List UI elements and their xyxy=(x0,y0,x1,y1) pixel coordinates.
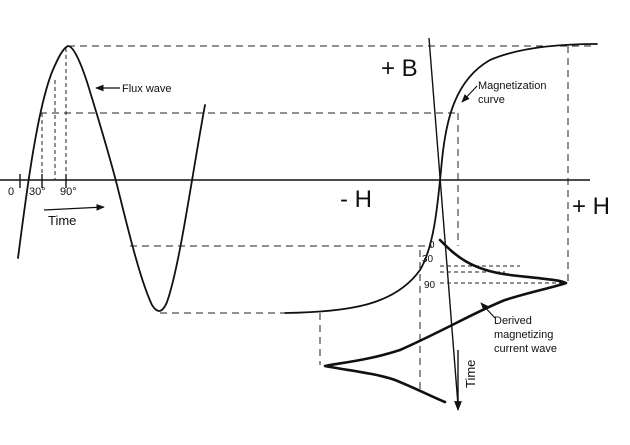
time-label-left: Time xyxy=(48,213,76,228)
derived-label-2: magnetizing xyxy=(494,329,553,341)
plus-b-label: + B xyxy=(381,55,418,82)
current-30-label: 30 xyxy=(422,254,434,265)
magnetization-arrow xyxy=(461,85,478,103)
derived-current-arrow xyxy=(480,302,496,319)
magnetization-curve xyxy=(284,43,598,314)
time-label-right: Time xyxy=(463,360,478,388)
thirty-deg-label: 30° xyxy=(29,186,46,198)
current-90-label: 90 xyxy=(424,280,436,291)
plus-h-label: + H xyxy=(572,193,610,220)
magnetizing-current-wave xyxy=(323,238,568,404)
ninety-deg-label: 90° xyxy=(60,186,77,198)
flux-wave xyxy=(17,45,206,312)
derived-label-3: current wave xyxy=(494,343,557,355)
time-arrow-left xyxy=(43,204,105,211)
derived-label-1: Derived xyxy=(494,315,532,327)
b-axis xyxy=(428,37,459,406)
current-zero-label: 0 xyxy=(429,240,435,251)
minus-h-label: - H xyxy=(340,186,372,213)
magnetization-label-2: curve xyxy=(478,94,505,106)
magnetization-label-1: Magnetization xyxy=(478,80,547,92)
flux-wave-label: Flux wave xyxy=(122,83,172,95)
zero-deg-label: 0 xyxy=(8,186,14,198)
